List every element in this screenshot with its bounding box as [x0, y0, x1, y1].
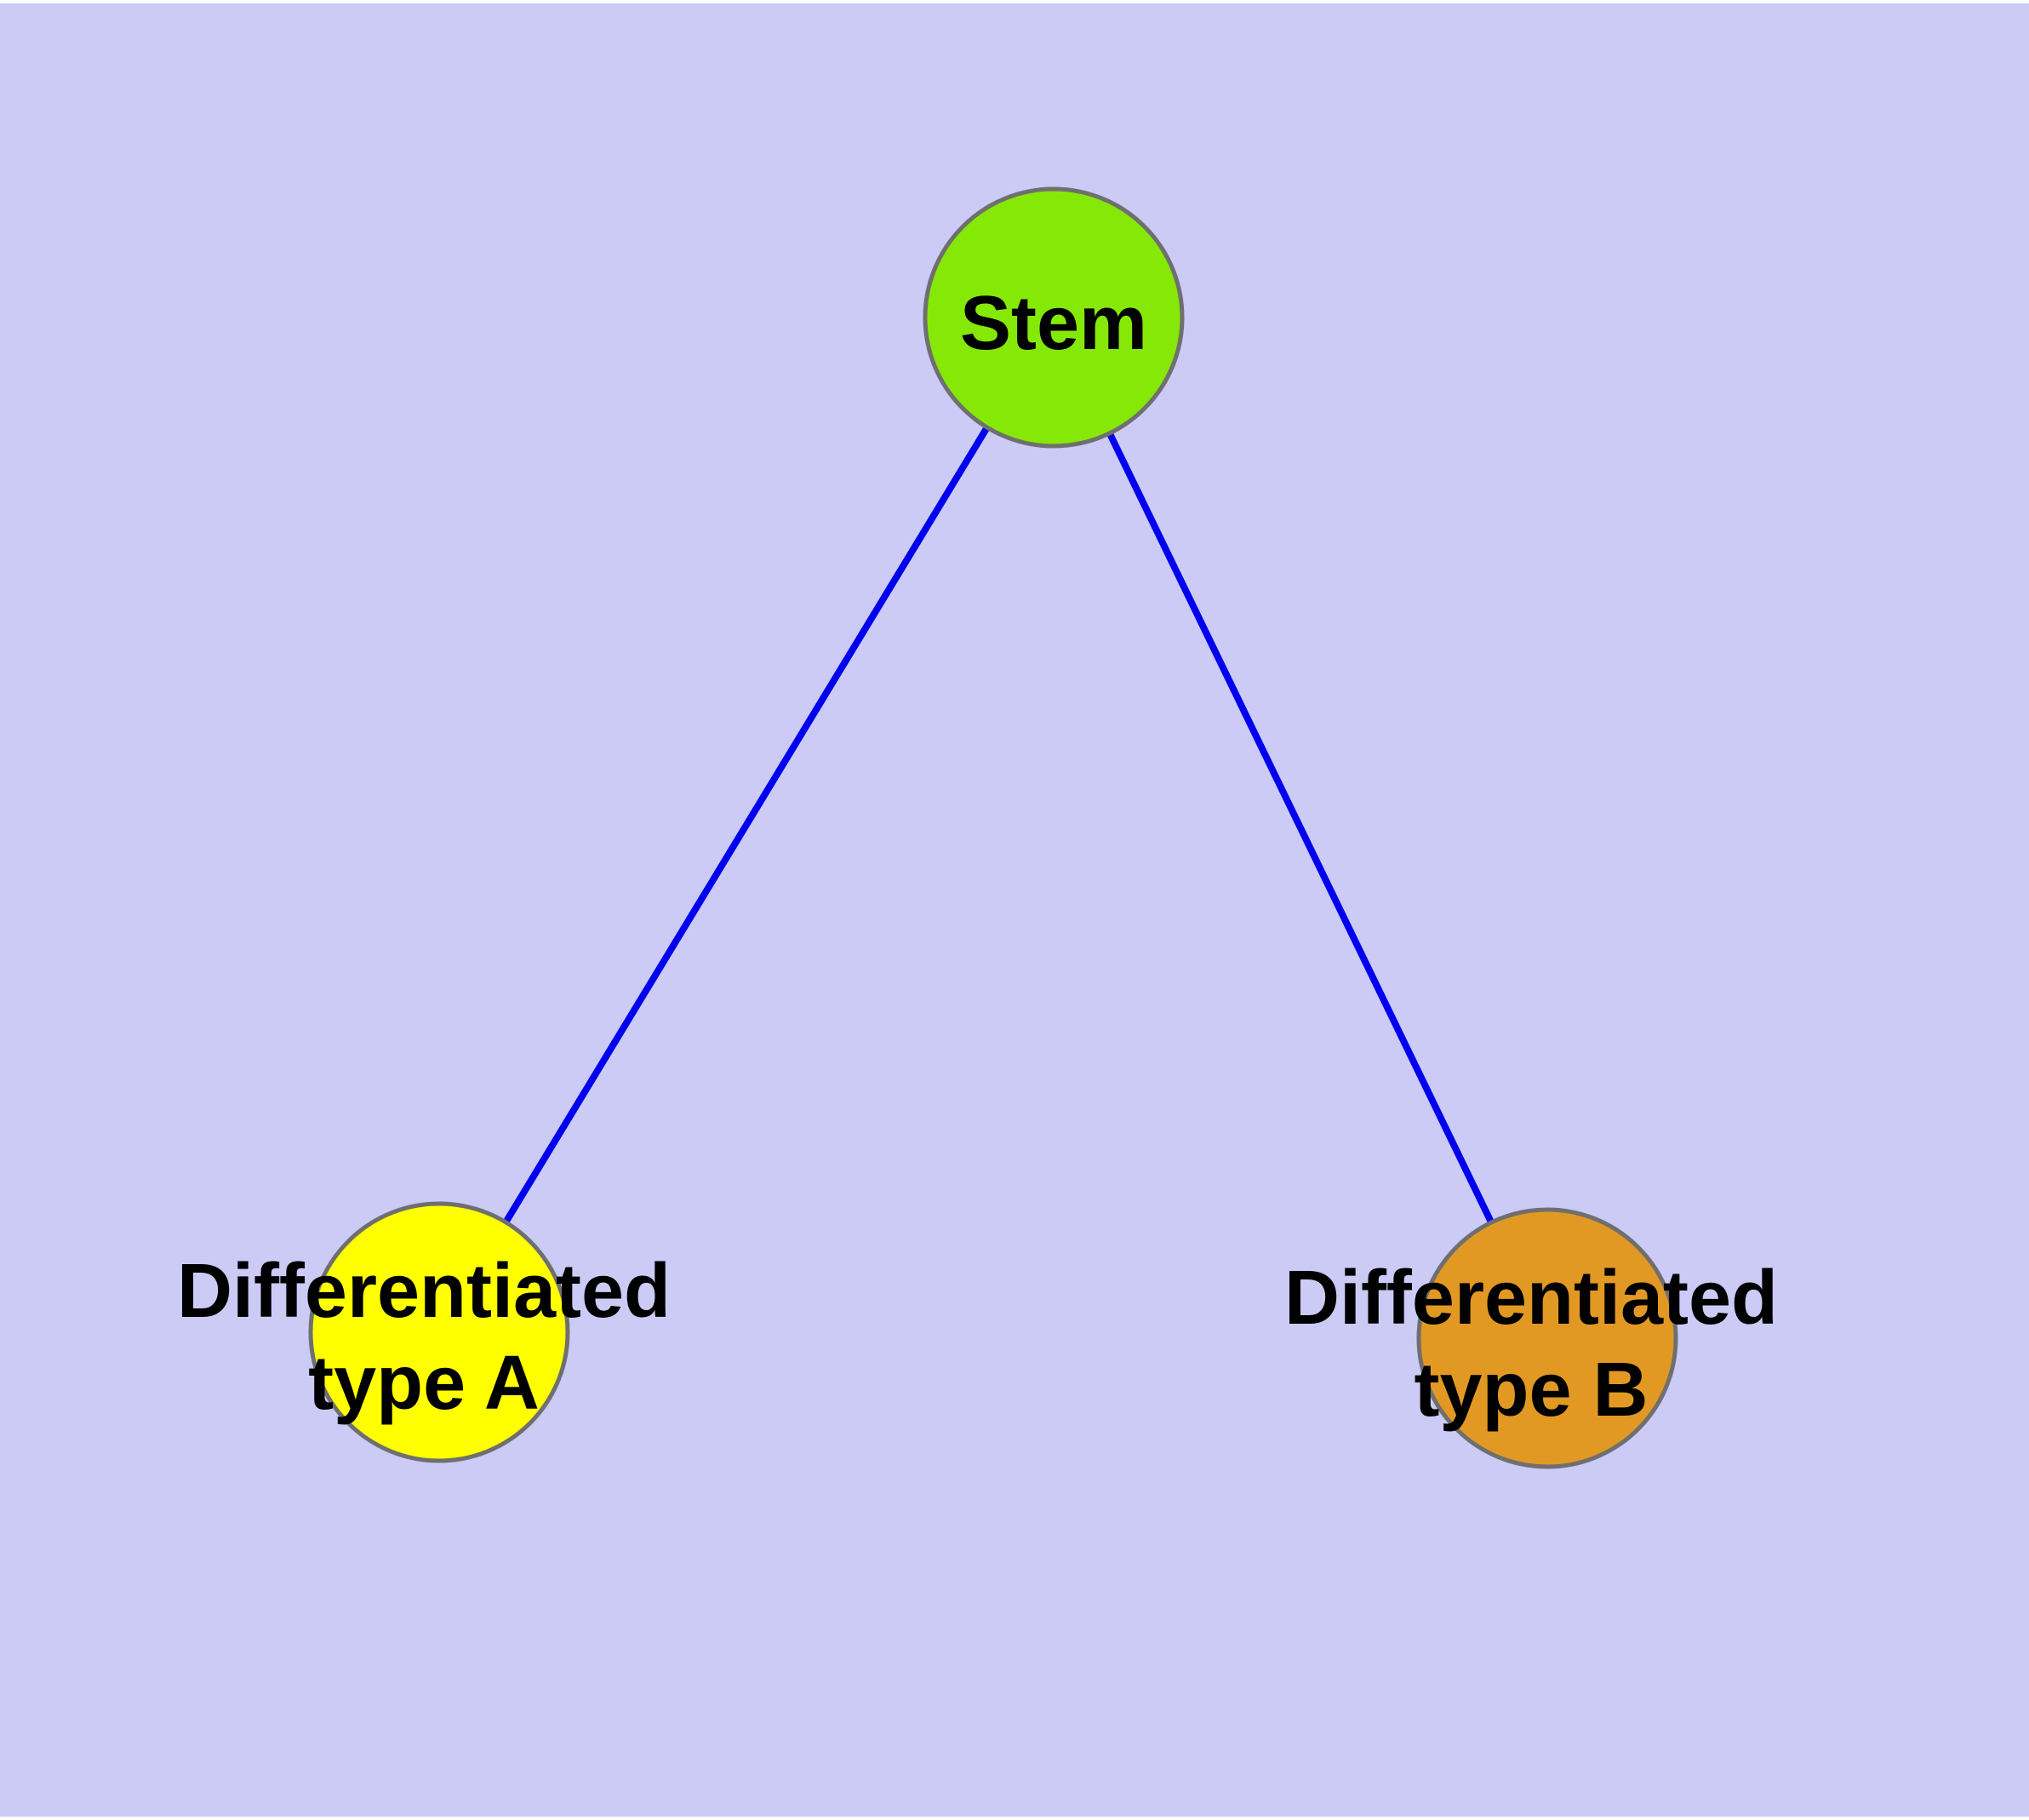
edge-layer: [436, 315, 1551, 1340]
type-b-node-circle: [1416, 1207, 1678, 1469]
stem-node-circle: [923, 186, 1185, 449]
node-stem: Stem: [923, 186, 1185, 449]
type-b-node-label-line1: Differentiated: [1284, 1256, 1778, 1341]
stem-node-label: Stem: [960, 281, 1147, 366]
type-a-node-label-line1: Differentiated: [177, 1249, 671, 1334]
type-a-node-label-line2: type A: [308, 1341, 540, 1426]
type-b-node-label-line2: type B: [1414, 1348, 1648, 1433]
edge-stem-to-type-b: [1050, 316, 1551, 1340]
type-a-node-circle: [308, 1201, 570, 1463]
edge-stem-to-type-a: [436, 315, 1057, 1335]
node-differentiated-type-b: Differentiated type B: [1284, 1207, 1778, 1469]
node-differentiated-type-a: Differentiated type A: [177, 1201, 671, 1463]
